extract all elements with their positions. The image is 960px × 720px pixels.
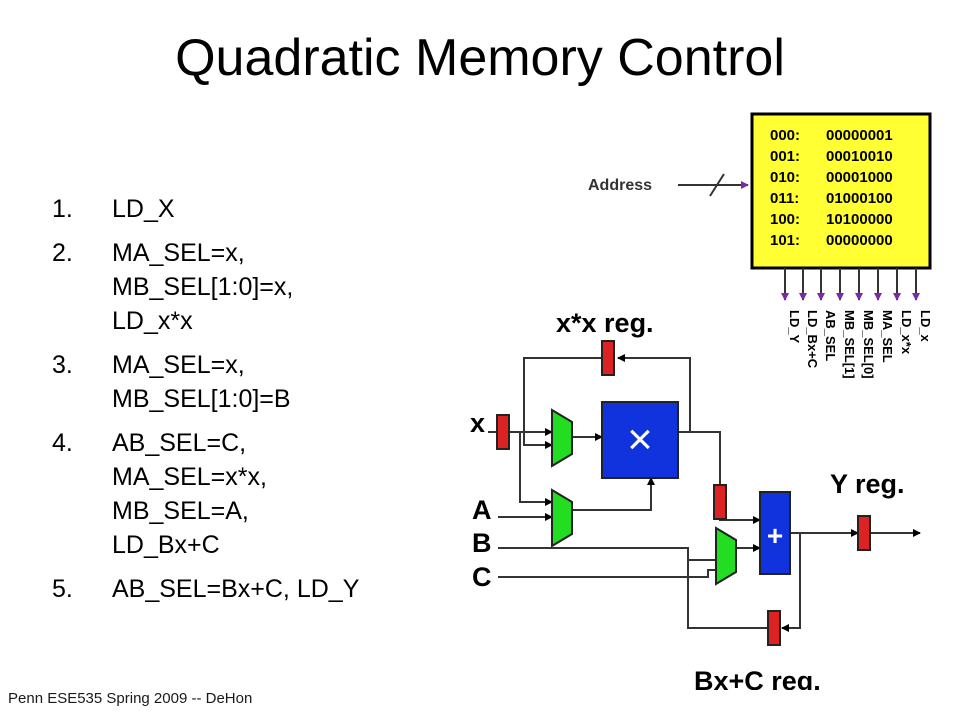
memory-address: 011:: [770, 190, 799, 207]
memory-value: 00001000: [826, 169, 893, 186]
step-number: 2.: [52, 239, 73, 267]
product-register: [713, 484, 727, 520]
step-item: 4. AB_SEL=C, MA_SEL=x*x, MB_SEL=A, LD_Bx…: [52, 426, 452, 562]
memory-address: 100:: [770, 211, 800, 228]
control-memory: [750, 112, 932, 270]
step-line: AB_SEL=Bx+C, LD_Y: [112, 575, 360, 603]
step-item: 3. MA_SEL=x, MB_SEL[1:0]=B: [52, 348, 452, 416]
slide-footer: Penn ESE535 Spring 2009 -- DeHon: [8, 690, 253, 707]
x-register: [496, 414, 510, 450]
memory-address: 101:: [770, 232, 800, 249]
signal-label: MB_SEL[1]: [842, 310, 857, 379]
memory-value: 00010010: [826, 148, 893, 165]
step-line: MA_SEL=x*x,: [112, 463, 267, 491]
xx-register: [601, 340, 615, 376]
control-signal-lines: [781, 268, 920, 301]
y-reg-label: Y reg.: [830, 469, 905, 499]
adder-unit: [759, 491, 791, 575]
add-icon: +: [767, 520, 783, 551]
xx-reg-label: x*x reg.: [556, 308, 654, 338]
bus-slash: [709, 173, 725, 197]
datapath-diagram: 000: 00000001 001: 00010010 010: 0000100…: [470, 112, 933, 690]
input-x-label: x: [470, 408, 485, 438]
input-a-label: A: [472, 495, 492, 525]
signal-label: LD_Bx+C: [805, 310, 820, 369]
step-number: 1.: [52, 195, 73, 223]
signal-label: MB_SEL[0]: [861, 310, 876, 379]
step-line: AB_SEL=C,: [112, 429, 247, 457]
step-item: 1. LD_X: [52, 192, 452, 226]
y-register: [857, 515, 871, 551]
signal-label: AB_SEL: [823, 310, 838, 361]
signal-label: LD_x*x: [899, 310, 914, 355]
bxc-reg-label: Bx+C reg.: [694, 666, 821, 690]
step-item: 2. MA_SEL=x, MB_SEL[1:0]=x, LD_x*x: [52, 236, 452, 338]
memory-address: 001:: [770, 148, 800, 165]
step-number: 4.: [52, 429, 73, 457]
input-b-label: B: [472, 528, 492, 558]
address-label: Address: [588, 177, 652, 194]
step-line: MA_SEL=x,: [112, 239, 245, 267]
step-number: 5.: [52, 575, 73, 603]
memory-address: 000:: [770, 127, 800, 144]
mux-ma: [551, 408, 573, 468]
mux-mb: [551, 488, 573, 548]
step-item: 5. AB_SEL=Bx+C, LD_Y: [52, 572, 452, 606]
memory-value: 10100000: [826, 211, 893, 228]
step-line: MB_SEL[1:0]=x,: [112, 273, 294, 301]
memory-address: 010:: [770, 169, 800, 186]
step-line: MB_SEL[1:0]=B: [112, 385, 291, 413]
signal-label: LD_Y: [787, 310, 802, 344]
signal-label: MA_SEL: [880, 310, 895, 363]
step-line: LD_x*x: [112, 307, 193, 335]
step-line: MA_SEL=x,: [112, 351, 245, 379]
step-line: MB_SEL=A,: [112, 497, 249, 525]
multiplier-unit: [601, 401, 679, 479]
multiply-icon: ×: [627, 415, 653, 464]
memory-value: 00000000: [826, 232, 893, 249]
signal-label: LD_x: [918, 310, 933, 343]
step-list: 1. LD_X 2. MA_SEL=x, MB_SEL[1:0]=x, LD_x…: [52, 192, 452, 616]
mux-ab: [715, 526, 737, 586]
bxc-register: [767, 610, 781, 646]
step-line: LD_Bx+C: [112, 531, 220, 559]
memory-value: 00000001: [826, 127, 893, 144]
slide-title: Quadratic Memory Control: [175, 29, 785, 87]
input-c-label: C: [472, 562, 492, 592]
step-number: 3.: [52, 351, 73, 379]
step-line: LD_X: [112, 195, 175, 223]
memory-value: 01000100: [826, 190, 893, 207]
